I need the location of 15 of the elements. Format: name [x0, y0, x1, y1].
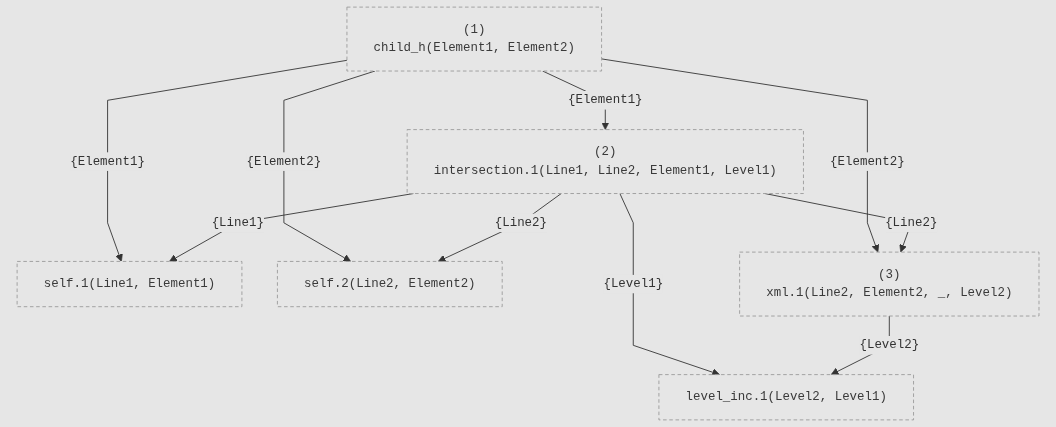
edge-label: {Element1}	[70, 154, 145, 169]
edge-label: {Element1}	[567, 92, 643, 107]
node-box: level_inc.1(Level2, Level1)	[658, 374, 914, 421]
edge-label: {Level1}	[603, 276, 664, 291]
node-box: (3) xml.1(Line2, Element2, _, Level2)	[739, 251, 1040, 317]
node-box: self.1(Line1, Element1)	[16, 261, 243, 308]
edge-label: {Line1}	[211, 215, 264, 230]
edge-label: {Line2}	[885, 215, 938, 230]
edge-label: {Element2}	[246, 154, 322, 169]
edge-label: {Element2}	[830, 154, 905, 169]
edge-label: {Level2}	[859, 337, 920, 352]
node-box: (2) intersection.1(Line1, Line2, Element1, Level1)	[406, 129, 804, 194]
node-box: (1) child_h(Element1, Element2)	[346, 6, 602, 72]
node-box: self.2(Line2, Element2)	[276, 261, 503, 308]
edge-label: {Line2}	[494, 215, 547, 230]
